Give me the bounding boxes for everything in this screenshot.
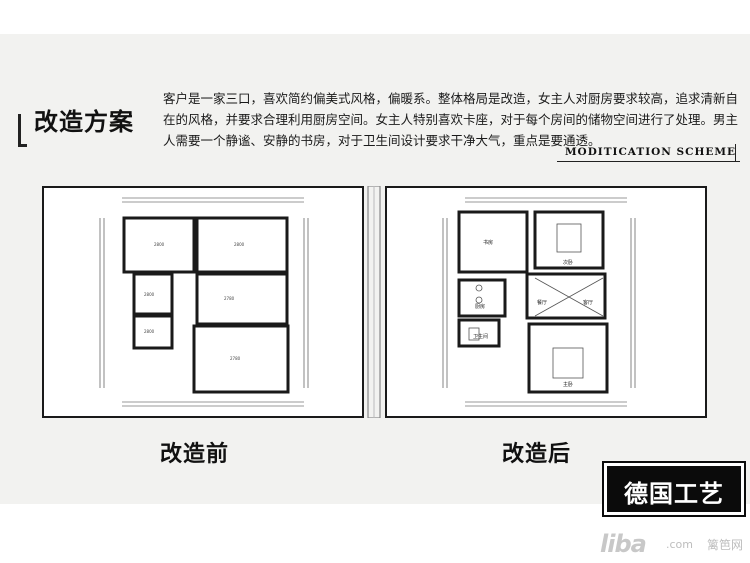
watermark-site-name: 篱笆网 bbox=[707, 538, 744, 552]
section-title: 改造方案 bbox=[34, 108, 134, 136]
floorplan-before-panel: 2800 2800 2800 2800 2780 2780 bbox=[42, 186, 364, 418]
subtitle-side-rule bbox=[735, 144, 736, 162]
design-description: 客户是一家三口，喜欢简约偏美式风格，偏暖系。整体格局是改造，女主人对厨房要求较高… bbox=[163, 91, 739, 148]
svg-text:2780: 2780 bbox=[230, 356, 241, 361]
before-caption: 改造前 bbox=[160, 442, 230, 467]
subtitle-underline bbox=[557, 161, 740, 162]
svg-text:2800: 2800 bbox=[144, 329, 155, 334]
after-label-study: 书房 bbox=[483, 239, 493, 246]
svg-text:2800: 2800 bbox=[234, 242, 245, 247]
floorplan-after-drawing: 书房 次卧 厨房 餐厅 客厅 卫生间 主卧 bbox=[442, 197, 636, 407]
svg-text:2780: 2780 bbox=[224, 296, 235, 301]
svg-text:2800: 2800 bbox=[144, 292, 155, 297]
floorplan-after-panel: 书房 次卧 厨房 餐厅 客厅 卫生间 主卧 bbox=[385, 186, 707, 418]
after-label-master-bedroom: 主卧 bbox=[563, 381, 573, 388]
watermark-domain: .com bbox=[666, 538, 693, 551]
after-label-bathroom: 卫生间 bbox=[473, 333, 488, 340]
floorplan-before-drawing: 2800 2800 2800 2800 2780 2780 bbox=[99, 197, 309, 407]
site-watermark: liba .com 篱笆网 bbox=[600, 528, 750, 558]
after-caption: 改造后 bbox=[502, 442, 572, 467]
after-label-kitchen: 厨房 bbox=[475, 303, 485, 310]
section-title-block: 改造方案 bbox=[18, 100, 158, 147]
section-subtitle: MODITICATION SCHEME bbox=[564, 146, 736, 158]
after-label-dining: 餐厅 bbox=[537, 299, 547, 306]
after-label-second-bedroom: 次卧 bbox=[563, 259, 573, 266]
badge-label: 德国工艺 bbox=[624, 480, 724, 508]
title-bracket-decoration bbox=[18, 114, 27, 147]
german-craft-badge: 德国工艺 bbox=[602, 461, 746, 517]
after-label-living: 客厅 bbox=[583, 299, 593, 306]
panel-divider-decoration bbox=[366, 185, 382, 419]
svg-text:2800: 2800 bbox=[154, 242, 165, 247]
watermark-logo: liba bbox=[600, 530, 647, 558]
